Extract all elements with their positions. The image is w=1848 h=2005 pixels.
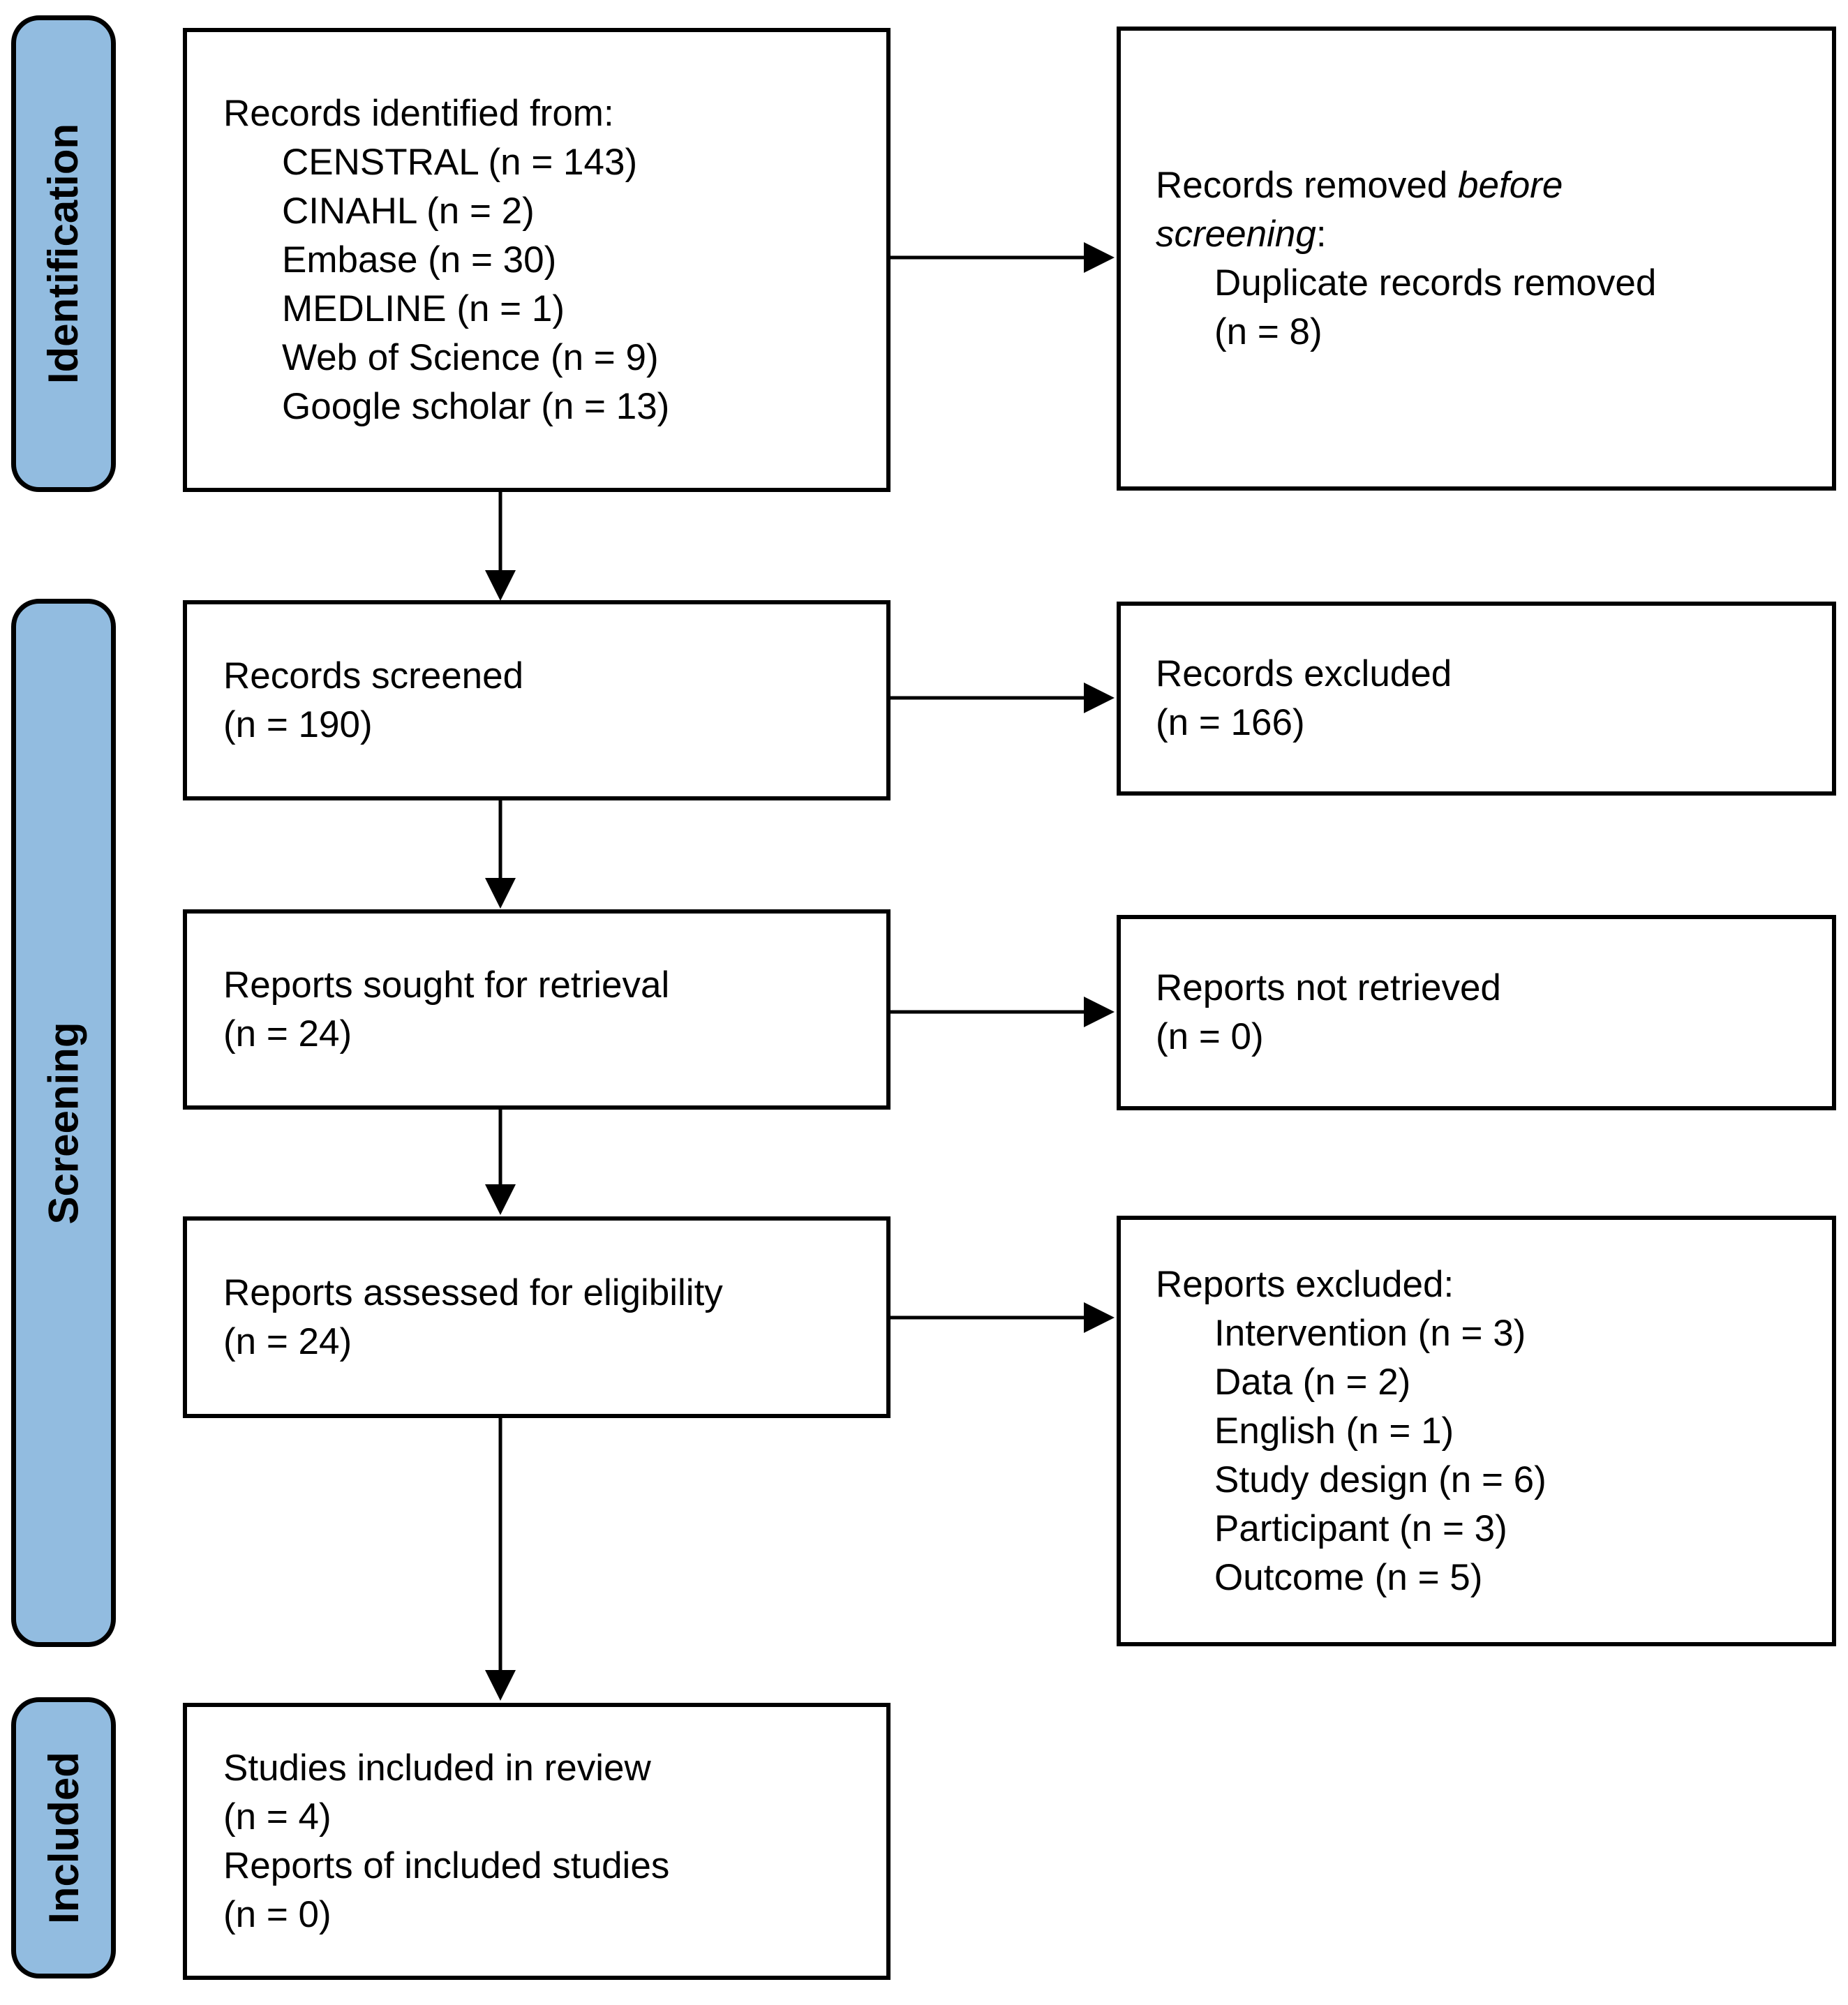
box-text: Records screened: [223, 655, 524, 696]
arrow-sought-to-not-retrieved: [891, 997, 1115, 1027]
stage-bar-screening: Screening: [11, 599, 116, 1647]
box-count: (n = 24): [223, 1320, 352, 1362]
box-text: Reports sought for retrieval: [223, 964, 670, 1006]
box-count: (n = 0): [1156, 1016, 1264, 1057]
box-records-identified: Records identified from: CENSTRAL (n = 1…: [183, 28, 891, 492]
source-item: CENSTRAL (n = 143): [282, 141, 638, 183]
exclusion-item: Data (n = 2): [1214, 1361, 1411, 1403]
box-count: (n = 24): [223, 1013, 352, 1054]
source-item: Google scholar (n = 13): [282, 385, 670, 427]
box-text: Reports not retrieved: [1156, 967, 1501, 1008]
box-count: (n = 190): [223, 703, 373, 745]
exclusion-item: Study design (n = 6): [1214, 1459, 1547, 1500]
box-studies-included: Studies included in review (n = 4) Repor…: [183, 1703, 891, 1980]
box-records-screened: Records screened (n = 190): [183, 600, 891, 800]
box-text: Reports of included studies: [223, 1844, 670, 1886]
title-text: Records removed: [1156, 164, 1459, 206]
arrow-screened-to-excluded: [891, 683, 1115, 713]
box-text: Reports assessed for eligibility: [223, 1272, 723, 1313]
box-title-line: screening:: [1156, 210, 1818, 259]
arrow-identified-to-screened: [485, 491, 516, 601]
box-title: Reports excluded:: [1156, 1263, 1454, 1305]
box-reports-sought: Reports sought for retrieval (n = 24): [183, 909, 891, 1110]
box-count: (n = 166): [1156, 702, 1305, 743]
arrow-assessed-to-reports-excluded: [891, 1302, 1115, 1333]
stage-label-screening: Screening: [40, 1021, 87, 1225]
exclusion-item: Participant (n = 3): [1214, 1507, 1507, 1549]
arrow-identified-to-removed: [891, 242, 1115, 273]
stage-bar-included: Included: [11, 1697, 116, 1978]
exclusion-item: Outcome (n = 5): [1214, 1556, 1483, 1598]
box-count: (n = 4): [223, 1796, 331, 1838]
source-item: Embase (n = 30): [282, 239, 557, 281]
box-records-removed: Records removed before screening: Duplic…: [1117, 27, 1836, 491]
box-reports-not-retrieved: Reports not retrieved (n = 0): [1117, 915, 1836, 1110]
title-text-italic: before: [1458, 164, 1563, 206]
removed-item: Duplicate records removed: [1214, 262, 1657, 304]
box-title: Records identified from:: [223, 92, 614, 134]
removed-item: (n = 8): [1214, 311, 1322, 352]
box-title-line: Records removed before: [1156, 161, 1818, 210]
box-count: (n = 0): [223, 1893, 331, 1935]
source-item: Web of Science (n = 9): [282, 336, 659, 378]
arrow-sought-to-assessed: [485, 1108, 516, 1215]
title-text-italic: screening: [1156, 213, 1316, 255]
box-records-excluded: Records excluded (n = 166): [1117, 602, 1836, 796]
box-reports-assessed: Reports assessed for eligibility (n = 24…: [183, 1216, 891, 1418]
exclusion-item: Intervention (n = 3): [1214, 1312, 1526, 1354]
box-reports-excluded: Reports excluded: Intervention (n = 3) D…: [1117, 1216, 1836, 1646]
stage-label-included: Included: [40, 1752, 87, 1924]
box-text: Records excluded: [1156, 653, 1452, 694]
arrow-assessed-to-included: [485, 1417, 516, 1701]
arrow-screened-to-sought: [485, 799, 516, 909]
title-text: :: [1316, 213, 1327, 255]
stage-label-identification: Identification: [40, 123, 87, 385]
exclusion-item: English (n = 1): [1214, 1410, 1454, 1452]
box-text: Studies included in review: [223, 1747, 651, 1789]
source-item: CINAHL (n = 2): [282, 190, 535, 232]
source-item: MEDLINE (n = 1): [282, 288, 565, 329]
stage-bar-identification: Identification: [11, 15, 116, 492]
